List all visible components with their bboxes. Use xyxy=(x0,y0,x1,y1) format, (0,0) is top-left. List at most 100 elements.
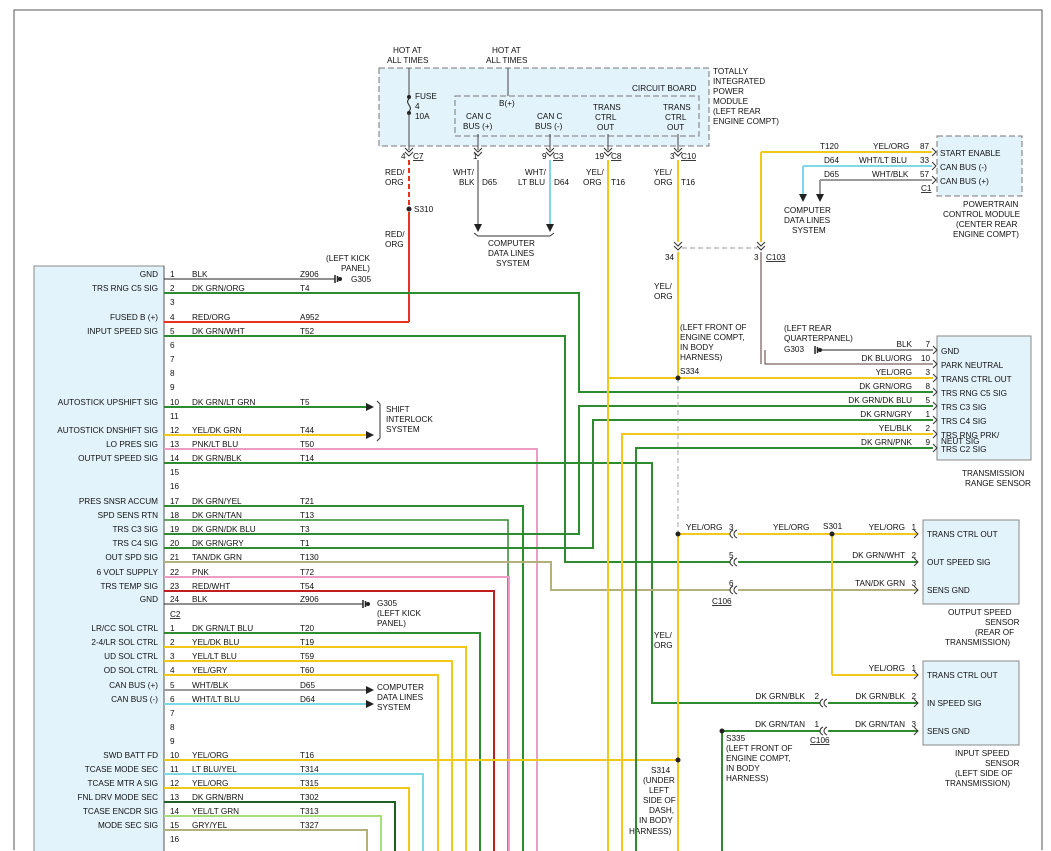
w5-color-a: YEL/ xyxy=(654,168,672,177)
trs-wire-color: DK BLU/ORG xyxy=(861,354,912,363)
pcm-pin-2: 33 xyxy=(920,156,930,165)
can-c-minus-1: CAN C xyxy=(537,112,563,121)
s335-loc-3: IN BODY xyxy=(726,764,760,773)
pcm-title-4: ENGINE COMPT) xyxy=(953,230,1019,239)
tipm-hot-label-1b: ALL TIMES xyxy=(387,56,429,65)
trs-wire-color: YEL/BLK xyxy=(879,424,913,433)
w5b-color-b: ORG xyxy=(654,292,673,301)
w1-color-a: RED/ xyxy=(385,168,405,177)
pcm-label-3: CAN BUS (+) xyxy=(940,177,989,186)
tcm-wire-color: DK GRN/YEL xyxy=(192,497,242,506)
pcm-color-1: YEL/ORG xyxy=(873,142,909,151)
trs-wire-color: DK GRN/ORG xyxy=(859,382,912,391)
fuse-icon xyxy=(407,95,411,115)
left-kick2-2: PANEL) xyxy=(377,619,406,628)
tipm-pin-3: 3 xyxy=(670,152,675,161)
bplus-label: B(+) xyxy=(499,99,515,108)
tcm-pin-number: 9 xyxy=(170,383,175,392)
arrow-icon xyxy=(474,224,554,232)
tcm-wire-circuit: T14 xyxy=(300,454,315,463)
tcm-pin-number: 7 xyxy=(170,355,175,364)
trs-connector xyxy=(932,443,938,453)
tcm-pin-label: CAN BUS (-) xyxy=(111,695,158,704)
s314-loc-1: (UNDER xyxy=(643,776,675,785)
iss-pin-number: 2 xyxy=(911,692,916,701)
tcm-pin-label: MODE SEC SIG xyxy=(98,821,158,830)
tcm-pin-number: 16 xyxy=(170,835,180,844)
trs-pin-number: 10 xyxy=(921,354,931,363)
bracket-shift xyxy=(376,400,381,442)
shift-interlock-1: SHIFT xyxy=(386,405,410,414)
ground-icon xyxy=(334,275,342,283)
trs-module xyxy=(936,335,1032,461)
tcm-pin-number: 1 xyxy=(170,270,175,279)
pcm-label-2: CAN BUS (-) xyxy=(940,163,987,172)
w3-circuit: D64 xyxy=(554,178,569,187)
s335-loc-2: ENGINE COMPT, xyxy=(726,754,791,763)
oss-pin-label: TRANS CTRL OUT xyxy=(927,530,998,539)
can-c-minus-2: BUS (-) xyxy=(535,122,563,131)
trs-connector xyxy=(932,373,938,383)
tcm-wire-color: BLK xyxy=(192,595,208,604)
w1b-color-a: RED/ xyxy=(385,230,405,239)
oss-wire-color-left: YEL/ORG xyxy=(686,523,722,532)
g305b-label: G305 xyxy=(377,599,397,608)
tcm-wire-color: YEL/ORG xyxy=(192,751,228,760)
tcm-wire-circuit: T20 xyxy=(300,624,315,633)
trans-ctrl-out-1c: OUT xyxy=(597,123,614,132)
w5-color-b: ORG xyxy=(654,178,673,187)
tcm-wire-color: GRY/YEL xyxy=(192,821,228,830)
c106-label: C106 xyxy=(712,597,732,606)
s335-label: S335 xyxy=(726,734,746,743)
tcm-wire-circuit: T5 xyxy=(300,398,310,407)
oss-wire-color-mid: YEL/ORG xyxy=(773,523,809,532)
tcm-wire-circuit: T313 xyxy=(300,807,319,816)
c2-label: C2 xyxy=(170,610,181,619)
pcm-circuit-2: D64 xyxy=(824,156,839,165)
tcm-wire-circuit: T59 xyxy=(300,652,315,661)
pin-3-c103: 3 xyxy=(754,253,759,262)
c2-cdl-1: COMPUTER xyxy=(377,683,424,692)
oss-wire-color-right: YEL/ORG xyxy=(869,523,905,532)
w5b-color-a: YEL/ xyxy=(654,282,672,291)
tcm-pin-label: LR/CC SOL CTRL xyxy=(91,624,158,633)
tcm-wire-circuit: T21 xyxy=(300,497,315,506)
cdl-3: SYSTEM xyxy=(496,259,530,268)
g303-label: G303 xyxy=(784,345,804,354)
tcm-pin-label: TCASE MODE SEC xyxy=(85,765,158,774)
pcm-color-2: WHT/LT BLU xyxy=(859,156,907,165)
tcm-wire-circuit: T4 xyxy=(300,284,310,293)
tcm-wire-circuit: T19 xyxy=(300,638,315,647)
w1b-color-b: ORG xyxy=(385,240,404,249)
trs-extra: NEUT SIG xyxy=(941,437,980,446)
w3-color-a: WHT/ xyxy=(525,168,547,177)
trs-pin-label: TRS C4 SIG xyxy=(941,417,987,426)
tcm-pin-label: CAN BUS (+) xyxy=(109,681,158,690)
tcm-wire-color: DK GRN/LT BLU xyxy=(192,624,253,633)
w2-color-a: WHT/ xyxy=(453,168,475,177)
tcm-pin-number: 11 xyxy=(170,412,179,421)
tcm-wire-color: DK GRN/DK BLU xyxy=(192,525,256,534)
w4-color-b: ORG xyxy=(583,178,602,187)
tcm-pin-number: 14 xyxy=(170,807,180,816)
tcm-pin-number: 10 xyxy=(170,751,180,760)
iss-wire-color-left: DK GRN/TAN xyxy=(755,720,805,729)
pcm-circuit-3: D65 xyxy=(824,170,839,179)
arrow-icon xyxy=(799,194,824,202)
tcm-pin-label: GND xyxy=(140,270,158,279)
tcm-wire-color: DK GRN/BRN xyxy=(192,793,243,802)
oss-wire-color-right: DK GRN/WHT xyxy=(852,551,905,560)
tcm-wire-color: YEL/ORG xyxy=(192,779,228,788)
tcm-wire-circuit: T327 xyxy=(300,821,319,830)
c103-label: C103 xyxy=(766,253,786,262)
tcm-pin-number: 22 xyxy=(170,568,180,577)
oss-pin-left: 3 xyxy=(729,523,734,532)
trs-pin-number: 5 xyxy=(925,396,930,405)
pcm-title-1: POWERTRAIN xyxy=(963,200,1018,209)
tcm-wire-circuit: D64 xyxy=(300,695,315,704)
trs-pin-number: 9 xyxy=(925,438,930,447)
oss-pin-left: 6 xyxy=(729,579,734,588)
trs-connector xyxy=(932,401,938,411)
lfec-3: IN BODY xyxy=(680,343,714,352)
tcm-pin-label: PRES SNSR ACCUM xyxy=(79,497,158,506)
